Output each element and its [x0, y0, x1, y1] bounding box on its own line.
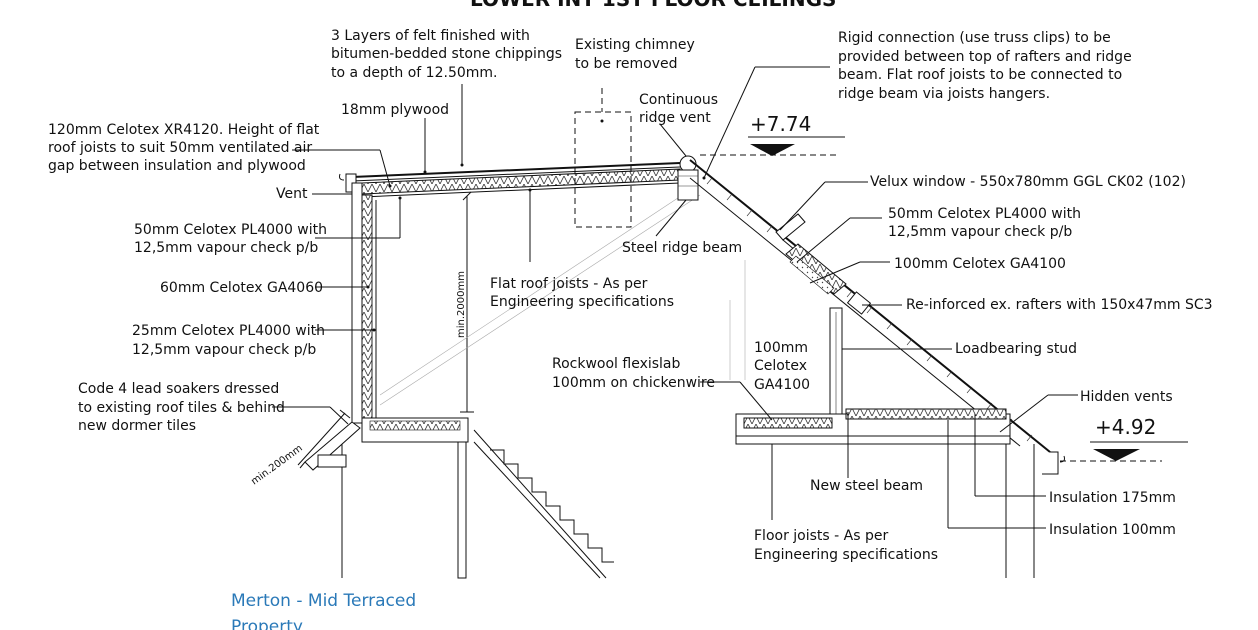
main-pitched-roof	[689, 159, 1065, 475]
headroom-dimension: min.2000mm	[456, 191, 474, 413]
label-ga4060: 60mm Celotex GA4060	[160, 280, 323, 296]
right-floor	[735, 408, 1035, 578]
upstand-dimension-text: min.200mm	[249, 443, 304, 488]
label-pl4000-right: 50mm Celotex PL4000 with 12,5mm vapour c…	[888, 206, 1085, 240]
label-insulation-100: Insulation 100mm	[1049, 522, 1176, 538]
left-floor	[341, 417, 469, 579]
label-rafters: Re-inforced ex. rafters with 150x47mm SC…	[906, 297, 1213, 313]
label-felt: 3 Layers of felt finished with bitumen-b…	[331, 28, 566, 81]
label-steel-ridge-beam: Steel ridge beam	[622, 240, 742, 256]
label-lead-soakers: Code 4 lead soakers dressed to existing …	[78, 381, 289, 434]
label-ridge-vent: Continuous ridge vent	[639, 92, 723, 126]
leader-lines	[272, 66, 1078, 529]
label-ga4100-wall: 100mm Celotex GA4100	[754, 340, 812, 393]
label-floor-joists: Floor joists - As per Engineering specif…	[754, 528, 938, 563]
annotations: 3 Layers of felt finished with bitumen-b…	[48, 28, 1213, 563]
label-loadbearing-stud: Loadbearing stud	[955, 341, 1077, 357]
label-velux: Velux window - 550x780mm GGL CK02 (102)	[870, 174, 1186, 190]
label-plywood: 18mm plywood	[341, 102, 449, 118]
label-pl4000-25: 25mm Celotex PL4000 with 12,5mm vapour c…	[132, 323, 329, 358]
label-rockwool: Rockwool flexislab 100mm on chickenwire	[552, 356, 715, 391]
label-flat-roof-joists: Flat roof joists - As per Engineering sp…	[490, 276, 674, 310]
eaves-level-marker: +4.92	[1060, 415, 1188, 462]
staircase	[473, 429, 614, 579]
dormer-cheek-wall	[351, 182, 377, 424]
flat-roof	[339, 162, 681, 198]
label-pl4000-left: 50mm Celotex PL4000 with 12,5mm vapour c…	[134, 222, 331, 256]
ridge-level-marker: +7.74	[700, 112, 845, 156]
label-insulation-175: Insulation 175mm	[1049, 490, 1176, 506]
label-chimney: Existing chimney to be removed	[575, 37, 699, 72]
project-caption: Merton - Mid Terraced Property	[231, 591, 422, 630]
drawing-title: LOWER INT 1ST FLOOR CEILINGS	[470, 0, 836, 11]
loadbearing-stud-wall	[829, 307, 843, 421]
label-rigid-connection: Rigid connection (use truss clips) to be…	[838, 30, 1136, 102]
headroom-dimension-text: min.2000mm	[456, 271, 467, 338]
label-vent: Vent	[276, 186, 308, 202]
label-xr4120: 120mm Celotex XR4120. Height of flat roo…	[48, 122, 324, 174]
label-hidden-vents: Hidden vents	[1080, 389, 1173, 405]
label-new-steel-beam: New steel beam	[810, 478, 923, 494]
ridge-level-text: +7.74	[750, 112, 811, 136]
eaves-level-text: +4.92	[1095, 415, 1156, 439]
label-ga4100-top: 100mm Celotex GA4100	[894, 256, 1066, 272]
existing-chimney	[574, 88, 632, 228]
ridge	[677, 155, 699, 201]
